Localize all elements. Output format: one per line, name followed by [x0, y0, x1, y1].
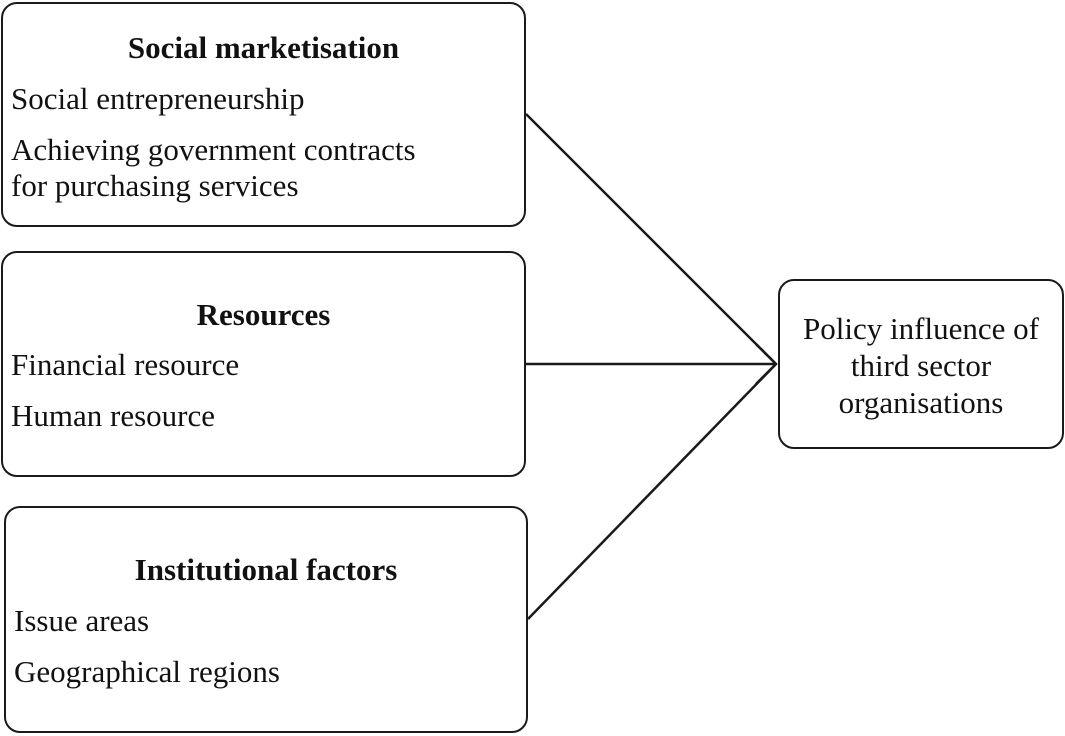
institutional-factors-box: Institutional factors Issue areas Geogra… [4, 506, 528, 733]
resources-title: Resources [196, 297, 331, 332]
government-contracts-item-line2: for purchasing services [11, 168, 299, 203]
financial-resource-item: Financial resource [11, 347, 240, 382]
social-marketisation-box: Social marketisation Social entrepreneur… [1, 2, 526, 227]
institutional-factors-title: Institutional factors [134, 552, 398, 587]
geographical-regions-item: Geographical regions [14, 654, 280, 689]
resources-box: Resources Financial resource Human resou… [1, 251, 526, 477]
policy-influence-box: Policy influence of third sector organis… [778, 279, 1064, 449]
arrowhead [755, 343, 778, 385]
government-contracts-item-line1: Achieving government contracts [11, 132, 416, 167]
arrow-social-to-outcome [525, 113, 777, 365]
policy-influence-line2: third sector [850, 348, 992, 383]
arrow-institutional-to-outcome [527, 363, 777, 620]
human-resource-item: Human resource [11, 398, 215, 433]
policy-influence-line1: Policy influence of [803, 311, 1039, 346]
social-entrepreneurship-item: Social entrepreneurship [11, 81, 305, 116]
policy-influence-line3: organisations [838, 385, 1004, 420]
social-marketisation-title: Social marketisation [127, 30, 400, 65]
issue-areas-item: Issue areas [14, 603, 150, 638]
